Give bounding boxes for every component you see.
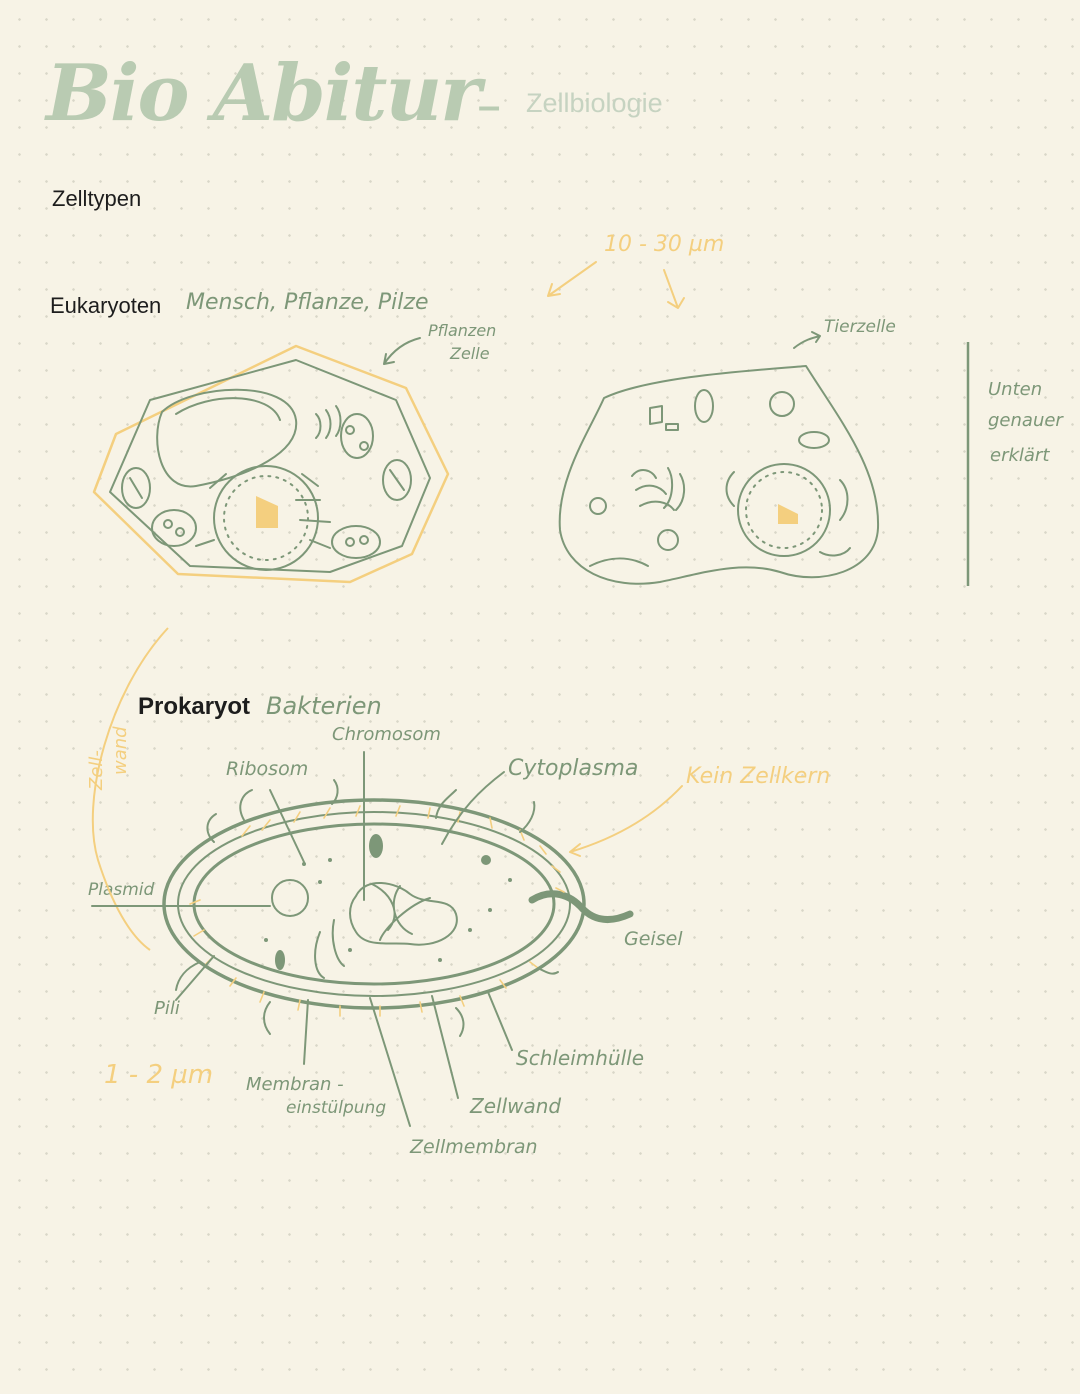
label-ribosom: Ribosom [226,758,309,780]
label-geisel: Geisel [624,928,683,950]
eukaryoten-size: 10 - 30 µm [604,232,725,257]
animal-nucleolus [778,504,798,524]
prokaryot-size: 1 - 2 µm [104,1060,214,1090]
prokaryote-drawing [162,798,634,1010]
label-cytoplasma: Cytoplasma [508,756,639,781]
label-zellwand: Zellwand [470,1094,562,1118]
animal-cell-label: Tierzelle [824,317,896,337]
label-zellmembran: Zellmembran [410,1136,538,1158]
prokaryote-inclusions [264,834,512,970]
side-note-line3: erklärt [990,445,1050,466]
plant-cell-drawing [92,344,450,584]
page-title: Bio Abitur [46,48,481,139]
heading-eukaryoten: Eukaryoten [50,293,162,318]
plant-nucleolus [256,496,278,528]
label-plasmid: Plasmid [88,880,155,900]
heading-prokaryot: Prokaryot [138,693,251,720]
heading-zelltypen: Zelltypen [52,186,142,211]
side-note-line2: genauer [988,410,1063,431]
plant-cell-label-line1: Pflanzen [428,321,497,340]
zellwand-arc [91,627,169,951]
label-schleimhuelle: Schleimhülle [516,1046,645,1070]
plant-cell-label-line2: Zelle [450,344,490,363]
prokaryot-examples: Bakterien [266,692,382,720]
label-pili: Pili [154,998,180,1019]
prokaryote-pili [175,789,559,1037]
label-membran-line2: einstülpung [286,1098,387,1118]
side-note-line1: Unten [988,379,1043,400]
animal-label-arrow [793,331,821,349]
label-membran-line1: Membran - [246,1074,344,1095]
animal-cell-drawing [558,365,880,585]
page-subtitle: Zellbiologie [526,88,663,118]
size-arrows [547,261,685,309]
no-nucleus-note: Kein Zellkern [686,764,831,789]
eukaryoten-examples: Mensch, Pflanze, Pilze [186,290,429,315]
no-nucleus-arrow [569,785,683,857]
plant-label-arrow [383,337,421,365]
prokaryote-leader-lines [91,751,513,1127]
label-chromosom: Chromosom [332,724,441,745]
title-dash: – [478,84,501,128]
